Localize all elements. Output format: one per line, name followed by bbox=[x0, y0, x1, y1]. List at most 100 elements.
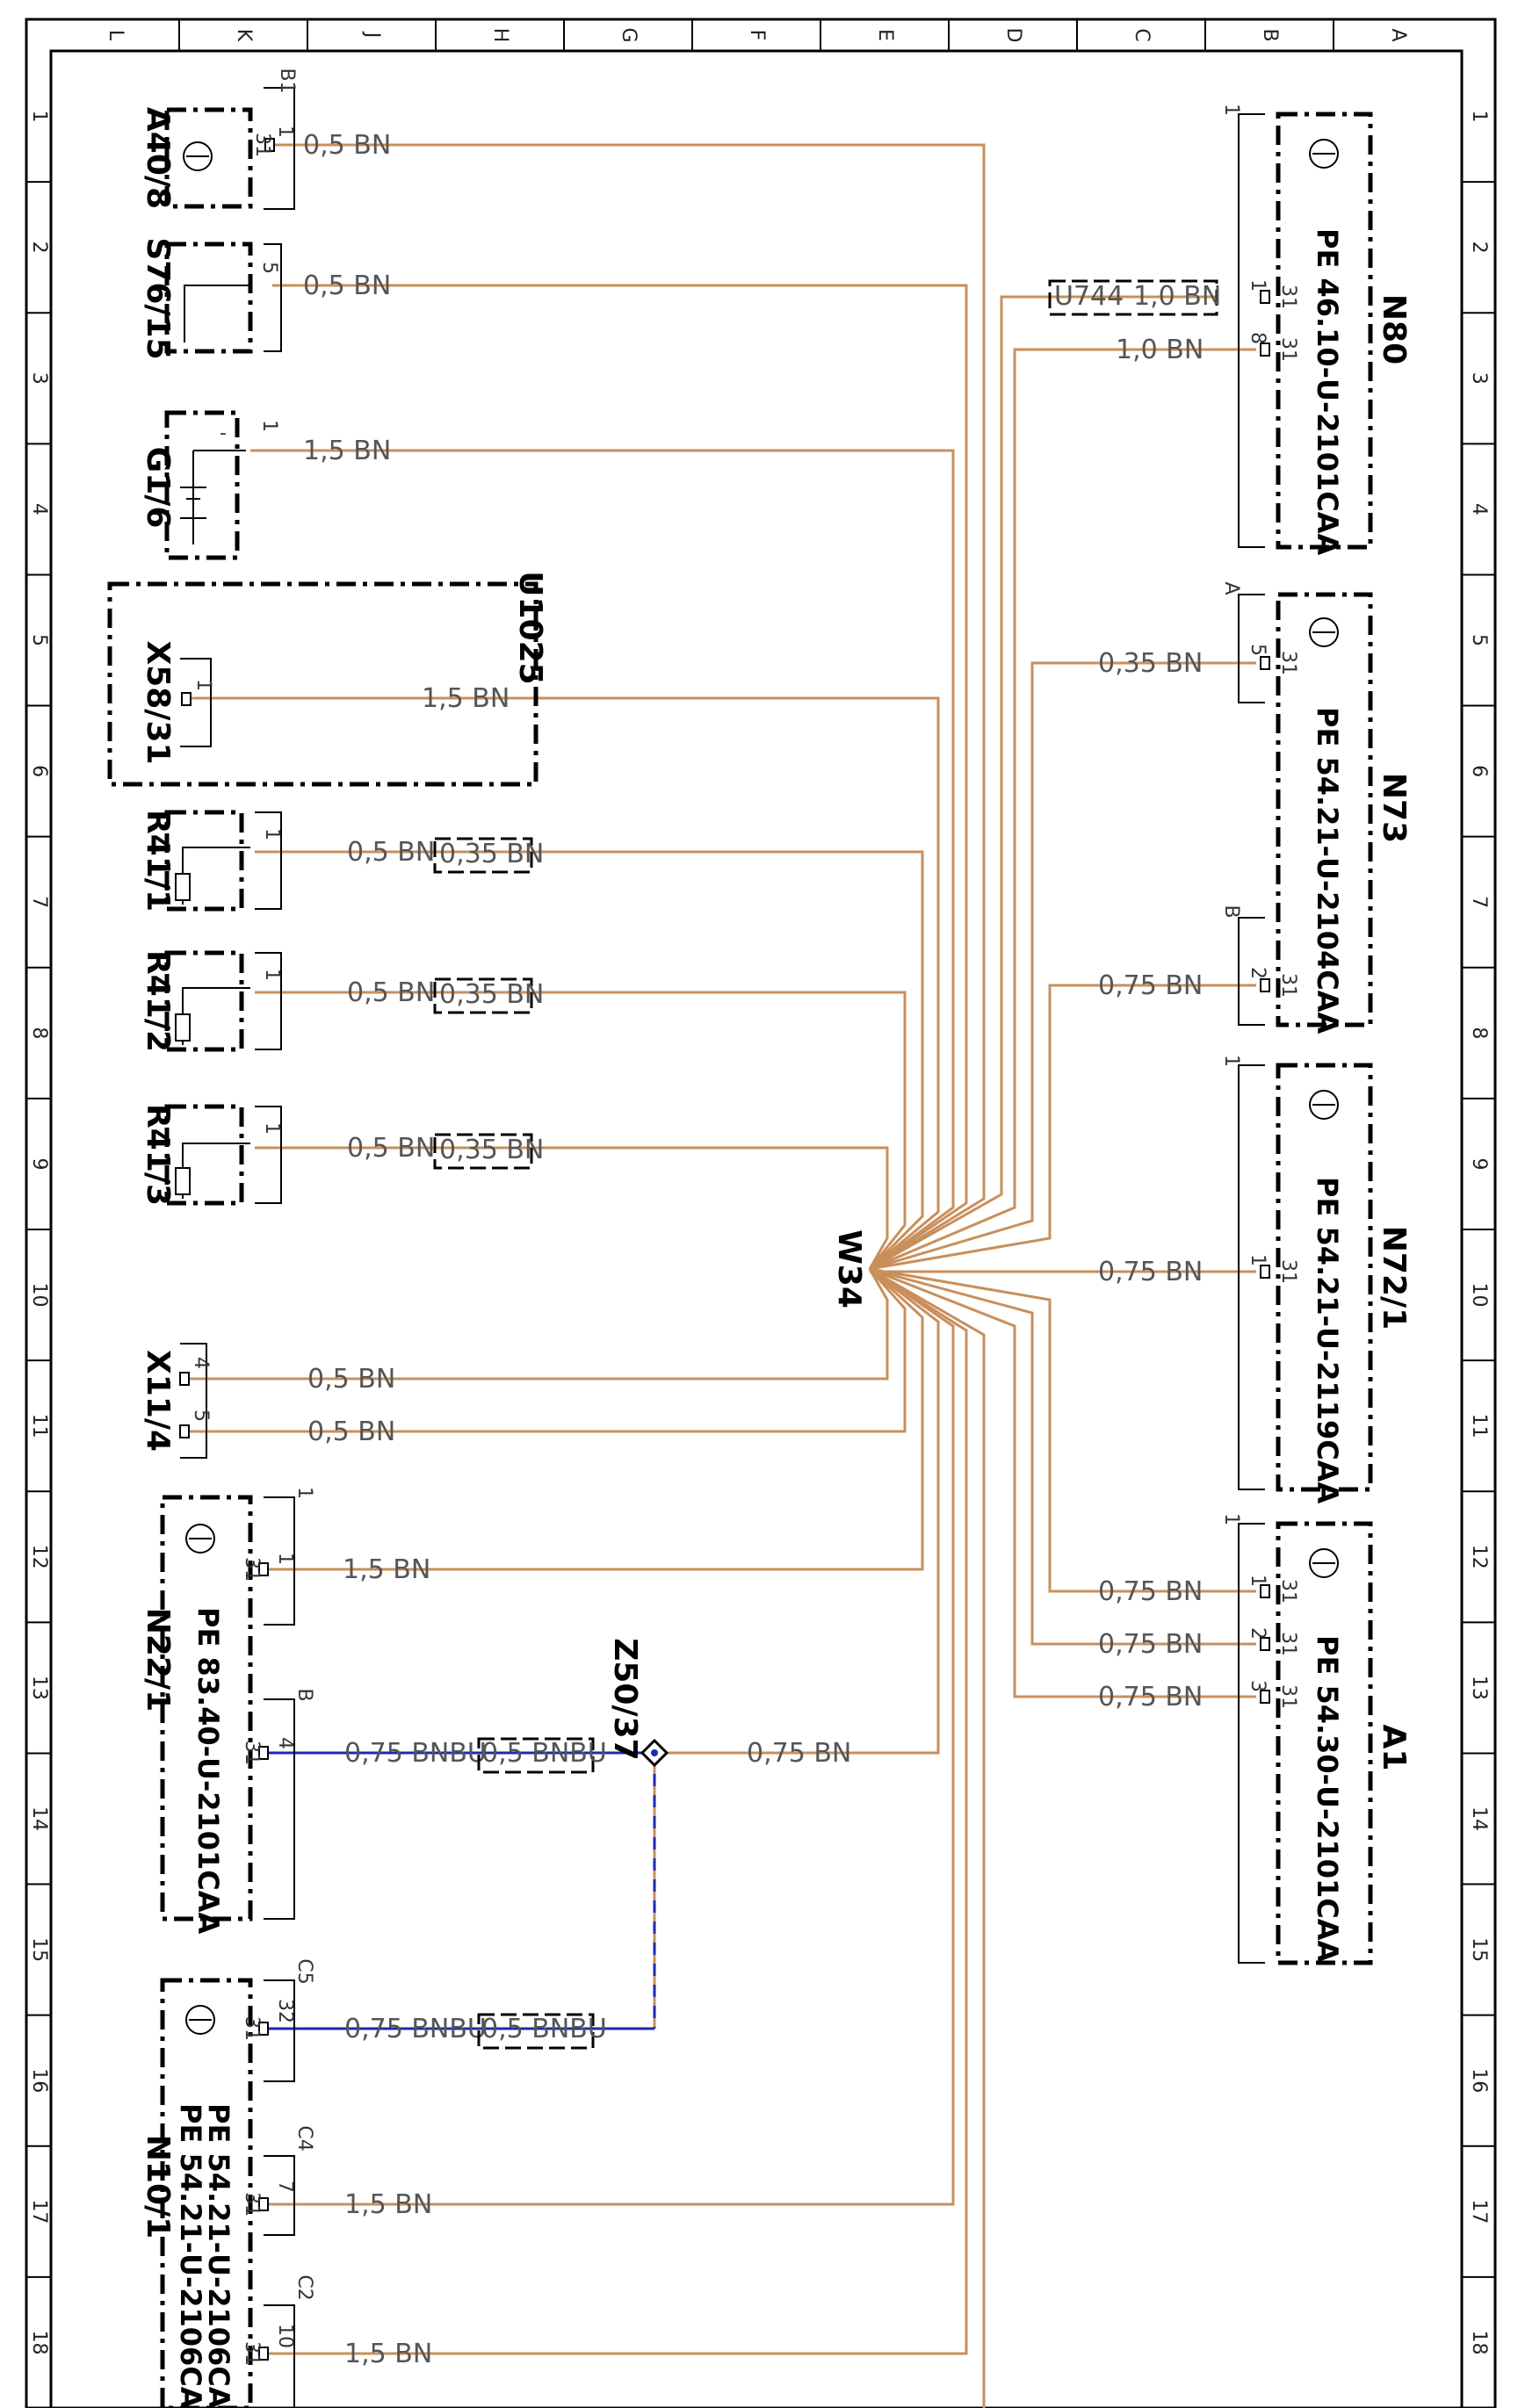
svg-text:1: 1 bbox=[1220, 104, 1242, 116]
component-r412[interactable]: R41/2 1 0,5 BN 0,35 BN bbox=[140, 950, 544, 1052]
svg-text:-: - bbox=[220, 422, 227, 444]
a408-conn: B1 bbox=[276, 68, 298, 93]
svg-text:4: 4 bbox=[190, 1357, 212, 1369]
wire-x5831 bbox=[189, 696, 940, 1271]
n101-wire-c2: 1,5 BN bbox=[344, 2339, 432, 2369]
r411-alt: 0,35 BN bbox=[439, 839, 544, 869]
svg-text:8: 8 bbox=[1247, 332, 1269, 344]
row-label: 1 bbox=[28, 111, 50, 123]
n73-wire2: 0,75 BN bbox=[1098, 970, 1203, 1001]
component-x114[interactable]: X11/4 4 5 0,5 BN 0,5 BN bbox=[140, 1343, 395, 1459]
svg-text:C5: C5 bbox=[293, 1958, 315, 1984]
row-label: 11 bbox=[1468, 1414, 1490, 1438]
n80-pe: PE 46.10-U-2101CAA bbox=[1311, 228, 1344, 556]
n101-wire-c5: 0,75 BNBU bbox=[344, 2014, 487, 2044]
a1-wire3: 0,75 BN bbox=[1098, 1682, 1203, 1712]
u1025-label: U1025 bbox=[512, 571, 548, 684]
bnbu-wires bbox=[268, 1751, 656, 2030]
row-label: 18 bbox=[1468, 2330, 1490, 2354]
svg-text:1: 1 bbox=[274, 126, 296, 138]
svg-text:2: 2 bbox=[1247, 1627, 1269, 1640]
svg-text:31: 31 bbox=[241, 1741, 263, 1765]
row-label: 13 bbox=[28, 1676, 50, 1700]
row-label: 1 bbox=[1468, 111, 1490, 123]
g16-wire: 1,5 BN bbox=[303, 436, 391, 466]
wire-n80-8 bbox=[869, 348, 1256, 1271]
component-s7615[interactable]: S76/15 5 0,5 BN bbox=[140, 237, 391, 359]
component-g16[interactable]: G1/6 1 - 1,5 BN bbox=[140, 410, 391, 560]
x5831-label: X58/31 bbox=[140, 640, 176, 764]
svg-text:5: 5 bbox=[1247, 644, 1269, 656]
svg-text:31: 31 bbox=[1277, 1684, 1299, 1709]
splice-w34: W34 bbox=[831, 1229, 867, 1309]
svg-text:31: 31 bbox=[241, 2016, 263, 2041]
column-label: A bbox=[1387, 28, 1409, 41]
component-r411[interactable]: R41/1 1 0,5 BN 0,35 BN bbox=[140, 810, 544, 912]
row-label: 16 bbox=[1468, 2068, 1490, 2093]
n221-label: N22/1 bbox=[140, 1608, 176, 1712]
svg-text:32: 32 bbox=[274, 1999, 296, 2023]
component-n80[interactable]: N80 PE 46.10-U-2101CAA 1 1 31 8 31 U744 … bbox=[1048, 104, 1412, 556]
component-r413[interactable]: R41/3 1 0,5 BN 0,35 BN bbox=[140, 1104, 544, 1206]
wire-n80-1 bbox=[869, 295, 1217, 1271]
z5037-label: Z50/37 bbox=[607, 1638, 643, 1760]
n73-wire1: 0,35 BN bbox=[1098, 648, 1203, 679]
component-n73[interactable]: N73 PE 54.21-U-2104CAA A 5 31 0,35 BN B … bbox=[1098, 581, 1412, 1034]
component-n721[interactable]: N72/1 PE 54.21-U-2119CAA 1 1 31 0,75 BN bbox=[1098, 1055, 1412, 1504]
row-label: 17 bbox=[1468, 2199, 1490, 2224]
column-label: J bbox=[361, 31, 383, 39]
n101-wire-c4: 1,5 BN bbox=[344, 2189, 432, 2220]
component-a408[interactable]: A40/8 B1 1 31 0,5 BN bbox=[140, 68, 391, 210]
n101-pe2: PE 54.21-U-2106CAD bbox=[174, 2103, 207, 2408]
s7615-wire: 0,5 BN bbox=[303, 270, 391, 301]
component-a1[interactable]: A1 PE 54.30-U-2101CAA 1 1 2 3 31 31 31 0… bbox=[1098, 1513, 1412, 1965]
n80-splice1: U744 bbox=[1054, 281, 1124, 312]
row-label: 4 bbox=[1468, 503, 1490, 515]
svg-text:3: 3 bbox=[1247, 1680, 1269, 1692]
wire-n73-5 bbox=[869, 661, 1256, 1271]
row-label: 6 bbox=[28, 765, 50, 777]
column-label: G bbox=[618, 27, 640, 42]
row-label: 14 bbox=[28, 1806, 50, 1831]
svg-text:5: 5 bbox=[190, 1409, 212, 1422]
n80-wire1: 1,0 BN bbox=[1133, 281, 1221, 312]
row-label: 7 bbox=[1468, 896, 1490, 908]
column-label: H bbox=[489, 28, 511, 43]
a1-pe: PE 54.30-U-2101CAA bbox=[1311, 1635, 1344, 1963]
a1-wire2: 0,75 BN bbox=[1098, 1629, 1203, 1660]
row-label: 14 bbox=[1468, 1806, 1490, 1831]
svg-text:10: 10 bbox=[274, 2324, 296, 2348]
svg-text:31: 31 bbox=[241, 1557, 263, 1582]
n73-pe: PE 54.21-U-2104CAA bbox=[1311, 707, 1344, 1035]
component-n101[interactable]: N10/1 PE 54.21-U-2106CAA PE 54.21-U-2106… bbox=[140, 1958, 607, 2408]
a408-label: A40/8 bbox=[140, 107, 176, 209]
row-label: 2 bbox=[1468, 242, 1490, 254]
wire-a1-1 bbox=[869, 1267, 1256, 1593]
row-label: 3 bbox=[28, 372, 50, 385]
n221-pe: PE 83.40-U-2101CAA bbox=[192, 1607, 225, 1935]
r412-wire: 0,5 BN bbox=[347, 977, 435, 1008]
n721-wire: 0,75 BN bbox=[1098, 1257, 1203, 1287]
component-u1025[interactable]: U1025 bbox=[107, 571, 548, 787]
a408-wire: 0,5 BN bbox=[303, 130, 391, 161]
column-label: B bbox=[1259, 28, 1281, 41]
svg-text:1: 1 bbox=[1220, 1513, 1242, 1525]
junction-z5037[interactable]: Z50/37 bbox=[607, 1638, 669, 1768]
row-label: 12 bbox=[1468, 1545, 1490, 1569]
row-label: 8 bbox=[28, 1027, 50, 1039]
component-x5831[interactable]: X58/31 1 1,5 BN bbox=[140, 640, 510, 764]
x114-label: X11/4 bbox=[140, 1350, 176, 1452]
x114-wire-b: 0,5 BN bbox=[307, 1417, 395, 1447]
component-n221[interactable]: N22/1 PE 83.40-U-2101CAA 1 1 31 1,5 BN B… bbox=[140, 1487, 851, 1935]
row-label: 4 bbox=[28, 503, 50, 515]
r411-label: R41/1 bbox=[140, 810, 176, 912]
column-label: L bbox=[105, 30, 126, 41]
svg-text:1: 1 bbox=[274, 1553, 296, 1565]
wire-a1-2 bbox=[869, 1267, 1256, 1646]
svg-text:31: 31 bbox=[241, 2192, 263, 2217]
row-label: 13 bbox=[1468, 1676, 1490, 1700]
svg-text:2: 2 bbox=[1247, 967, 1269, 979]
wire-r413 bbox=[255, 1146, 889, 1270]
